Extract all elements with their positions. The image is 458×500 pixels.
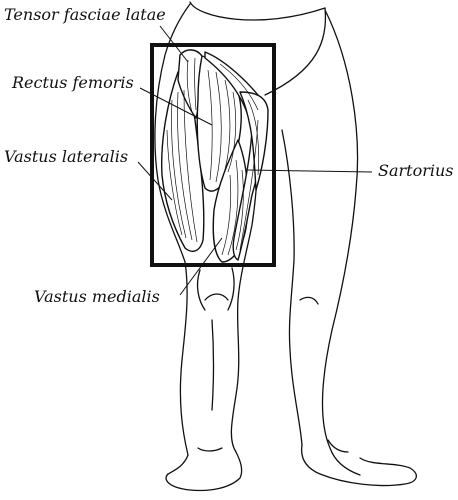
right-leg-inner-contour (281, 129, 303, 446)
right-ankle-detail (327, 439, 349, 453)
label-vastus-lateralis: Vastus lateralis (4, 147, 128, 166)
body-outline (154, 1, 417, 492)
waistline (189, 1, 326, 21)
leader-tensor-fasciae-latae (159, 25, 189, 63)
label-tensor-fasciae-latae: Tensor fasciae latae (4, 5, 166, 24)
right-foot (300, 444, 417, 487)
left-shin-line (211, 319, 215, 411)
left-knee-detail-2 (227, 267, 235, 311)
thigh-muscles (160, 49, 269, 263)
left-ankle-detail (197, 447, 223, 452)
leader-vastus-medialis (179, 237, 223, 296)
brief-right-leg-opening (264, 7, 327, 96)
leader-vastus-lateralis (137, 161, 173, 201)
leader-rectus-femoris (139, 87, 213, 126)
leader-lines (137, 25, 373, 296)
label-rectus-femoris: Rectus femoris (11, 73, 134, 92)
right-leg-outer-contour (321, 9, 361, 476)
label-vastus-medialis: Vastus medialis (34, 287, 160, 306)
left-knee-detail (196, 269, 206, 311)
left-kneecap (204, 293, 229, 301)
left-leg-outer-contour (154, 3, 191, 475)
right-knee-detail (299, 296, 319, 305)
highlight-box (150, 43, 276, 267)
vastus-lateralis-muscle (160, 71, 205, 252)
leader-sartorius (247, 169, 373, 173)
left-foot (165, 451, 243, 492)
label-sartorius: Sartorius (378, 161, 454, 180)
adductor-muscle (239, 91, 269, 191)
